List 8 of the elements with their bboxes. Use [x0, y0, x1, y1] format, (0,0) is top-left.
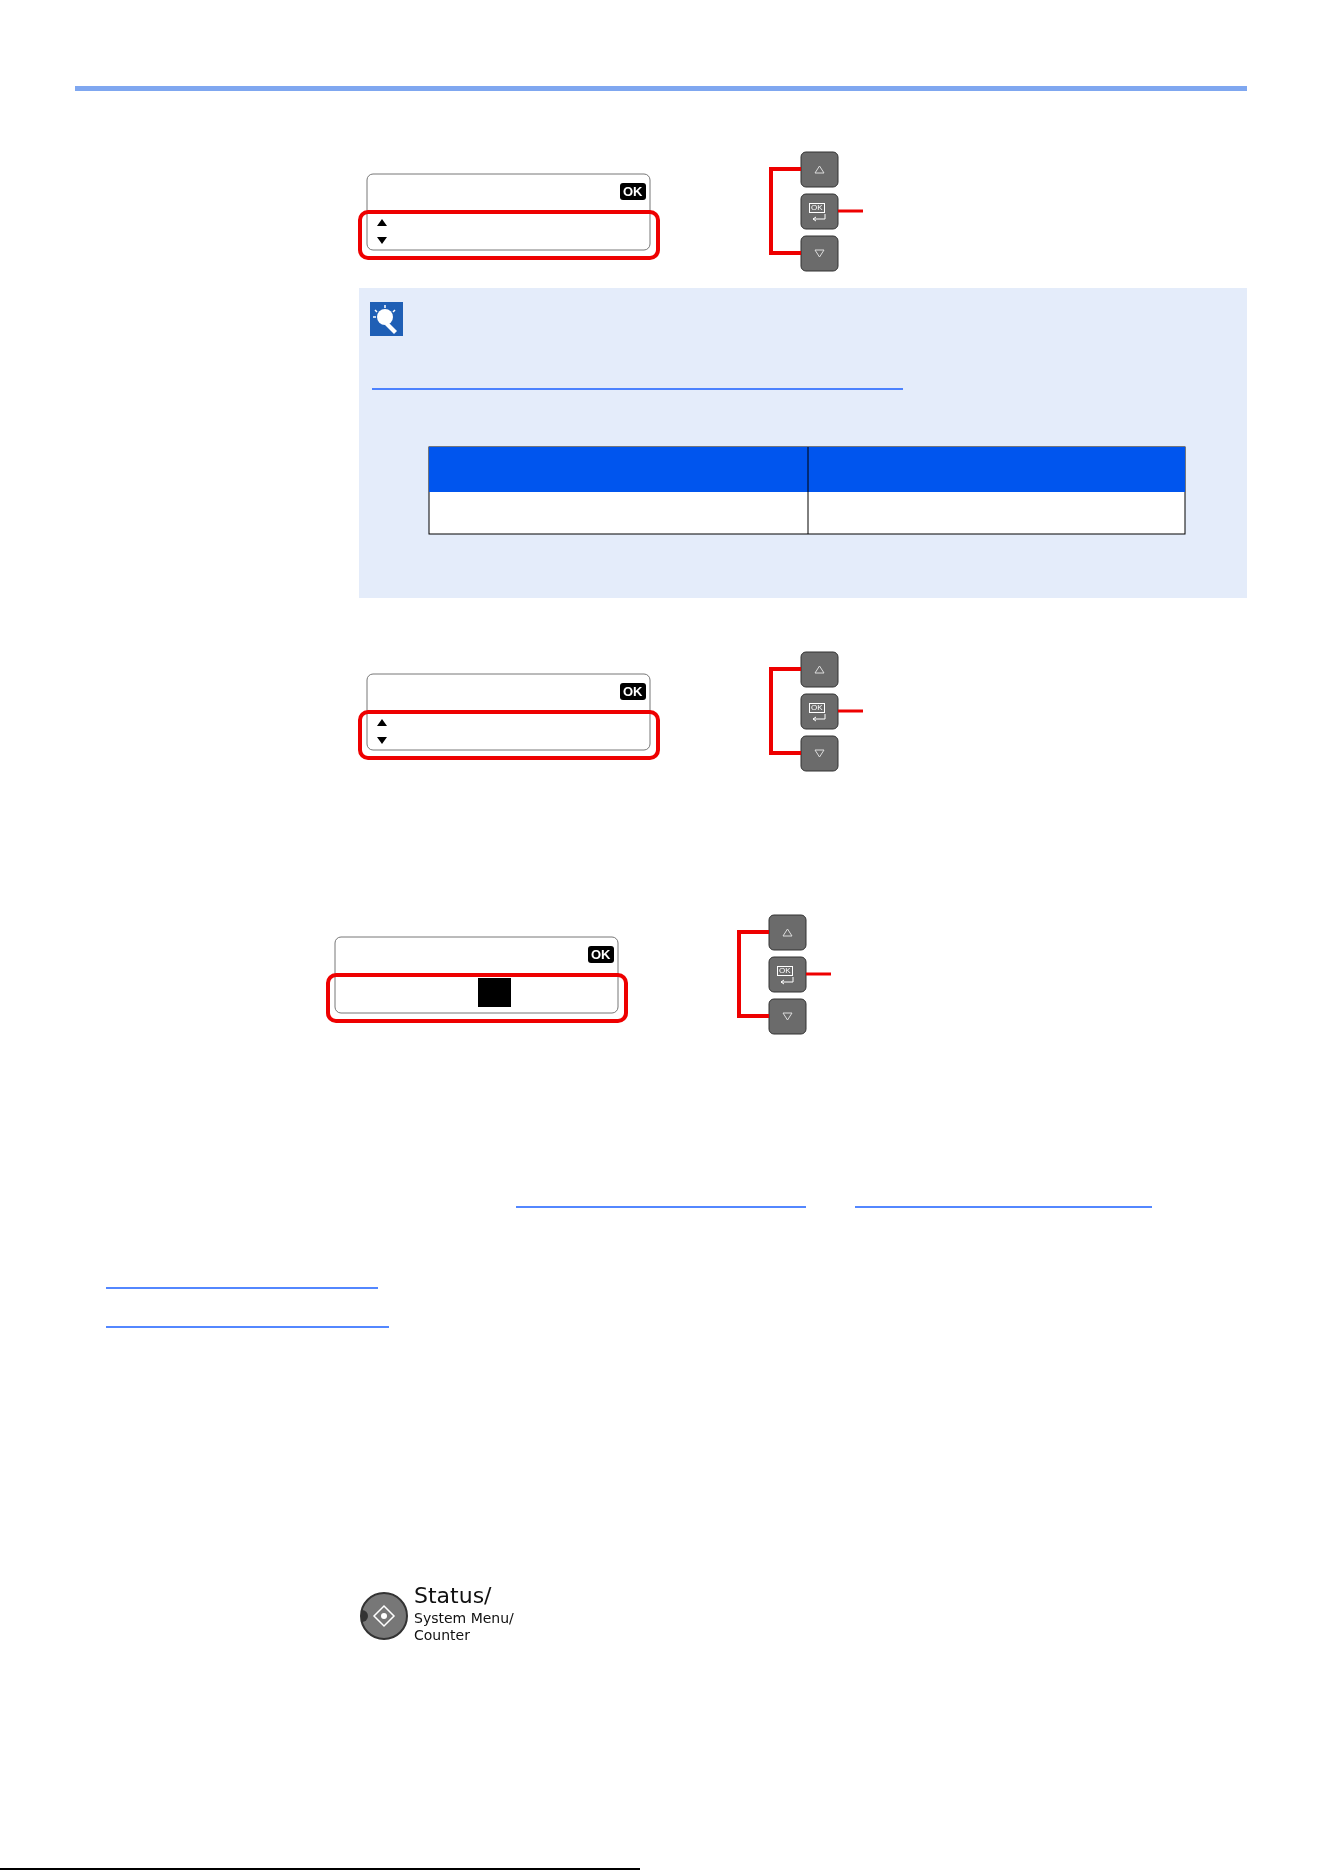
ok-key-label: OK: [777, 966, 793, 976]
ok-label: OK: [620, 183, 646, 200]
key-label: System Menu/ Counter: [414, 1610, 515, 1644]
ok-key-label: OK: [809, 703, 825, 713]
ok-label: OK: [588, 946, 614, 963]
ok-label: OK: [620, 683, 646, 700]
key-label: Status/: [414, 1585, 492, 1607]
ok-key-label: OK: [809, 203, 825, 213]
